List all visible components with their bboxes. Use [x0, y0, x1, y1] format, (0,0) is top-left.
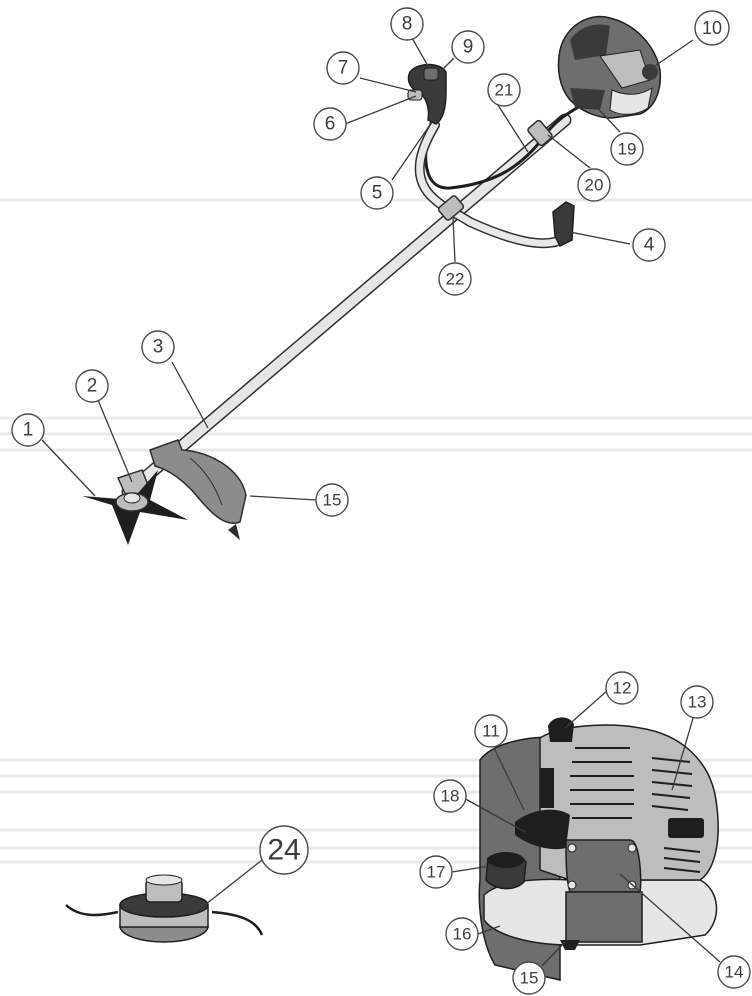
callout-24: 24	[259, 825, 309, 875]
callout-24-number: 24	[267, 834, 300, 867]
callout-22: 22	[438, 262, 472, 296]
throttle-cable	[424, 98, 591, 190]
callout-1: 1	[11, 413, 45, 447]
trimmer-head-illustration	[65, 874, 264, 943]
callout-1-number: 1	[23, 420, 34, 441]
callout-11: 11	[474, 714, 508, 748]
callout-18: 18	[433, 779, 467, 813]
lower-vents	[663, 847, 701, 873]
callout-5: 5	[360, 176, 394, 210]
callout-14-number: 14	[725, 963, 744, 982]
right-grip	[552, 201, 575, 248]
shaft-joint	[527, 119, 553, 147]
callout-9-number: 9	[463, 37, 474, 58]
callout-8-number: 8	[402, 14, 413, 35]
callout-17-number: 17	[427, 863, 446, 882]
callout-12: 12	[605, 671, 639, 705]
callout-14: 14	[717, 955, 751, 989]
drive-shaft	[121, 113, 572, 499]
callout-6-number: 6	[325, 114, 336, 135]
callout-3-number: 3	[153, 337, 164, 358]
callout-21-number: 21	[495, 81, 514, 100]
callout-15-top: 15	[315, 483, 349, 517]
callout-15-top-number: 15	[323, 491, 342, 510]
callout-12-number: 12	[613, 679, 632, 698]
callout-2: 2	[75, 369, 109, 403]
callout-18-number: 18	[441, 787, 460, 806]
callout-4-number: 4	[644, 235, 655, 256]
callout-16: 16	[445, 917, 479, 951]
callout-22-number: 22	[446, 270, 465, 289]
callout-20-number: 20	[585, 176, 604, 195]
callout-15-bottom-number: 15	[520, 969, 539, 988]
callout-2-number: 2	[87, 376, 98, 397]
blade-guard	[149, 439, 247, 540]
callout-21: 21	[487, 73, 521, 107]
side-vents	[651, 757, 693, 811]
callout-3: 3	[141, 330, 175, 364]
handle-clamp	[437, 195, 465, 221]
throttle-handle	[407, 63, 447, 125]
callout-9: 9	[451, 30, 485, 64]
callout-7-number: 7	[338, 58, 349, 79]
cooling-fins	[570, 747, 634, 819]
callout-16-number: 16	[453, 925, 472, 944]
callout-15-bottom: 15	[512, 961, 546, 995]
callout-19-number: 19	[618, 140, 637, 159]
callout-4: 4	[632, 228, 666, 262]
leader-lines	[41, 37, 721, 967]
callout-19: 19	[610, 132, 644, 166]
callout-labels: 1 2 3 4 5 6 7 8	[11, 7, 751, 995]
callout-13: 13	[680, 685, 714, 719]
callout-13-number: 13	[688, 693, 707, 712]
callout-5-number: 5	[372, 183, 383, 204]
brushcutter-illustration	[82, 15, 662, 545]
engine-unit	[557, 15, 662, 119]
callout-6: 6	[313, 107, 347, 141]
callout-7: 7	[326, 51, 360, 85]
callout-11-number: 11	[482, 722, 500, 741]
callout-8: 8	[390, 7, 424, 41]
engine-detail-illustration	[478, 717, 719, 981]
callout-20: 20	[577, 168, 611, 202]
callout-10-number: 10	[702, 18, 722, 38]
callout-10: 10	[694, 10, 730, 46]
callout-17: 17	[419, 855, 453, 889]
cutting-blade	[82, 470, 188, 545]
